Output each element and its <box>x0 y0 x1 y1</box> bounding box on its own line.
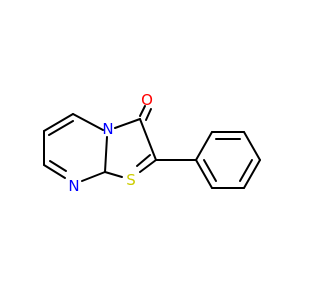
structure-svg: O N N S <box>43 91 261 195</box>
molecule-diagram: O N N S <box>43 91 261 195</box>
bond-cbridge-n1 <box>104 136 108 173</box>
bond-c-c2 <box>139 118 157 161</box>
bond-c2-s <box>139 159 157 173</box>
atom-oxygen: O <box>141 91 153 109</box>
bonds <box>43 105 261 189</box>
atom-labels: O N N S <box>68 91 153 195</box>
bond-c5-c4 <box>43 113 74 132</box>
bond-c3-n2-double <box>49 160 67 172</box>
bond-ph-6-double <box>203 159 217 182</box>
bond-c-o-double <box>145 108 152 121</box>
bond-c2-s-double <box>136 154 151 167</box>
bond-ph-1 <box>195 131 213 161</box>
atom-nitrogen-bridge: N <box>102 120 113 138</box>
bond-c5-c4-double <box>48 120 74 136</box>
bond-ph-4 <box>243 159 261 189</box>
bond-c-o <box>139 105 146 117</box>
bond-c3-n2 <box>43 164 66 179</box>
bond-ph-6 <box>195 159 213 189</box>
bond-ph-3 <box>243 131 261 161</box>
bond-ph-4-double <box>239 159 253 182</box>
bond-n1-c5 <box>72 113 104 131</box>
bond-s-cbridge <box>104 171 123 178</box>
atom-sulfur: S <box>126 171 136 189</box>
bond-n2-cbridge <box>81 171 106 182</box>
bond-c-n-bridge <box>114 118 141 129</box>
atom-nitrogen-ring: N <box>68 177 79 195</box>
